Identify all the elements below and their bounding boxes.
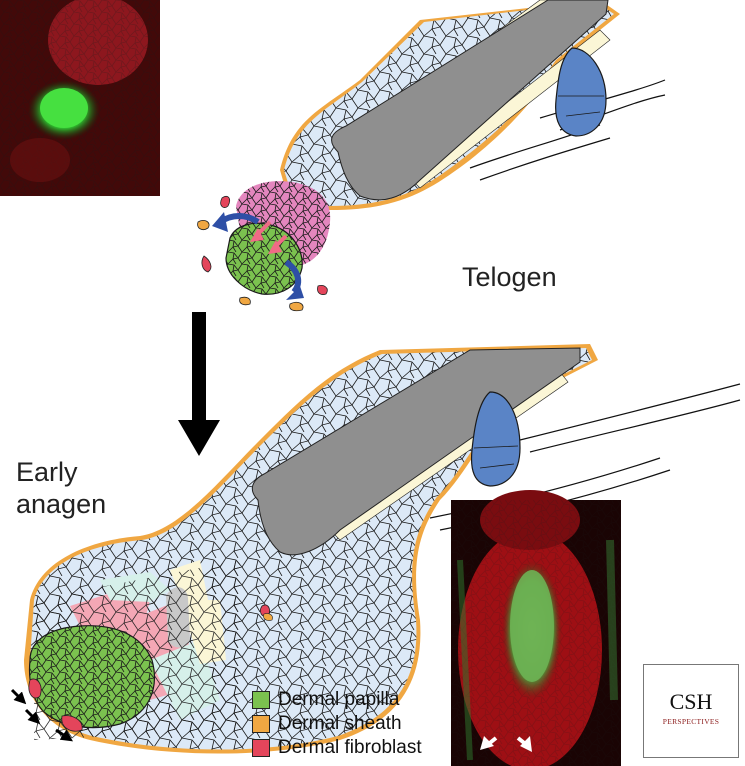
legend-item-dermal-sheath: Dermal sheath	[252, 713, 402, 735]
fibroblast-cell	[201, 255, 212, 273]
micrograph-anagen	[451, 490, 621, 766]
transition-arrow	[178, 312, 220, 456]
fibroblast-cell	[317, 285, 328, 295]
sebaceous-gland-anagen	[470, 391, 521, 487]
stage-label-telogen: Telogen	[462, 262, 557, 292]
fibroblast-cell	[220, 196, 230, 208]
sheath-cell	[239, 296, 251, 306]
small-arrow	[24, 708, 41, 725]
legend-item-dermal-papilla: Dermal papilla	[252, 689, 399, 711]
sheath-cell	[197, 220, 210, 230]
csh-perspectives-logo: CSH PERSPECTIVES	[643, 664, 739, 758]
logo-subtitle: PERSPECTIVES	[662, 717, 720, 726]
stage-label-early-anagen-line2: anagen	[16, 489, 107, 519]
legend-swatch	[252, 739, 270, 757]
legend-swatch	[252, 715, 270, 733]
logo-title: CSH	[669, 689, 713, 714]
small-arrow	[10, 688, 27, 705]
migration-arrow-right	[284, 259, 302, 294]
telogen-follicle	[197, 0, 666, 312]
legend-label: Dermal fibroblast	[278, 737, 422, 758]
legend-label: Dermal sheath	[278, 713, 402, 734]
fibroblast-cell	[28, 678, 42, 699]
sebaceous-gland-telogen	[555, 47, 607, 137]
small-arrow	[55, 728, 73, 742]
legend-item-dermal-fibroblast: Dermal fibroblast	[252, 737, 422, 759]
stage-label-early-anagen: Early anagen	[16, 456, 106, 520]
legend-swatch	[252, 691, 270, 709]
sheath-cell	[263, 613, 273, 621]
sheath-cell	[289, 302, 304, 312]
legend-label: Dermal papilla	[278, 689, 400, 710]
stage-label-early-anagen-line1: Early	[16, 457, 78, 487]
fibroblast-cell	[61, 715, 83, 732]
anagen-follicle	[10, 344, 741, 754]
micrograph-telogen	[0, 0, 160, 196]
